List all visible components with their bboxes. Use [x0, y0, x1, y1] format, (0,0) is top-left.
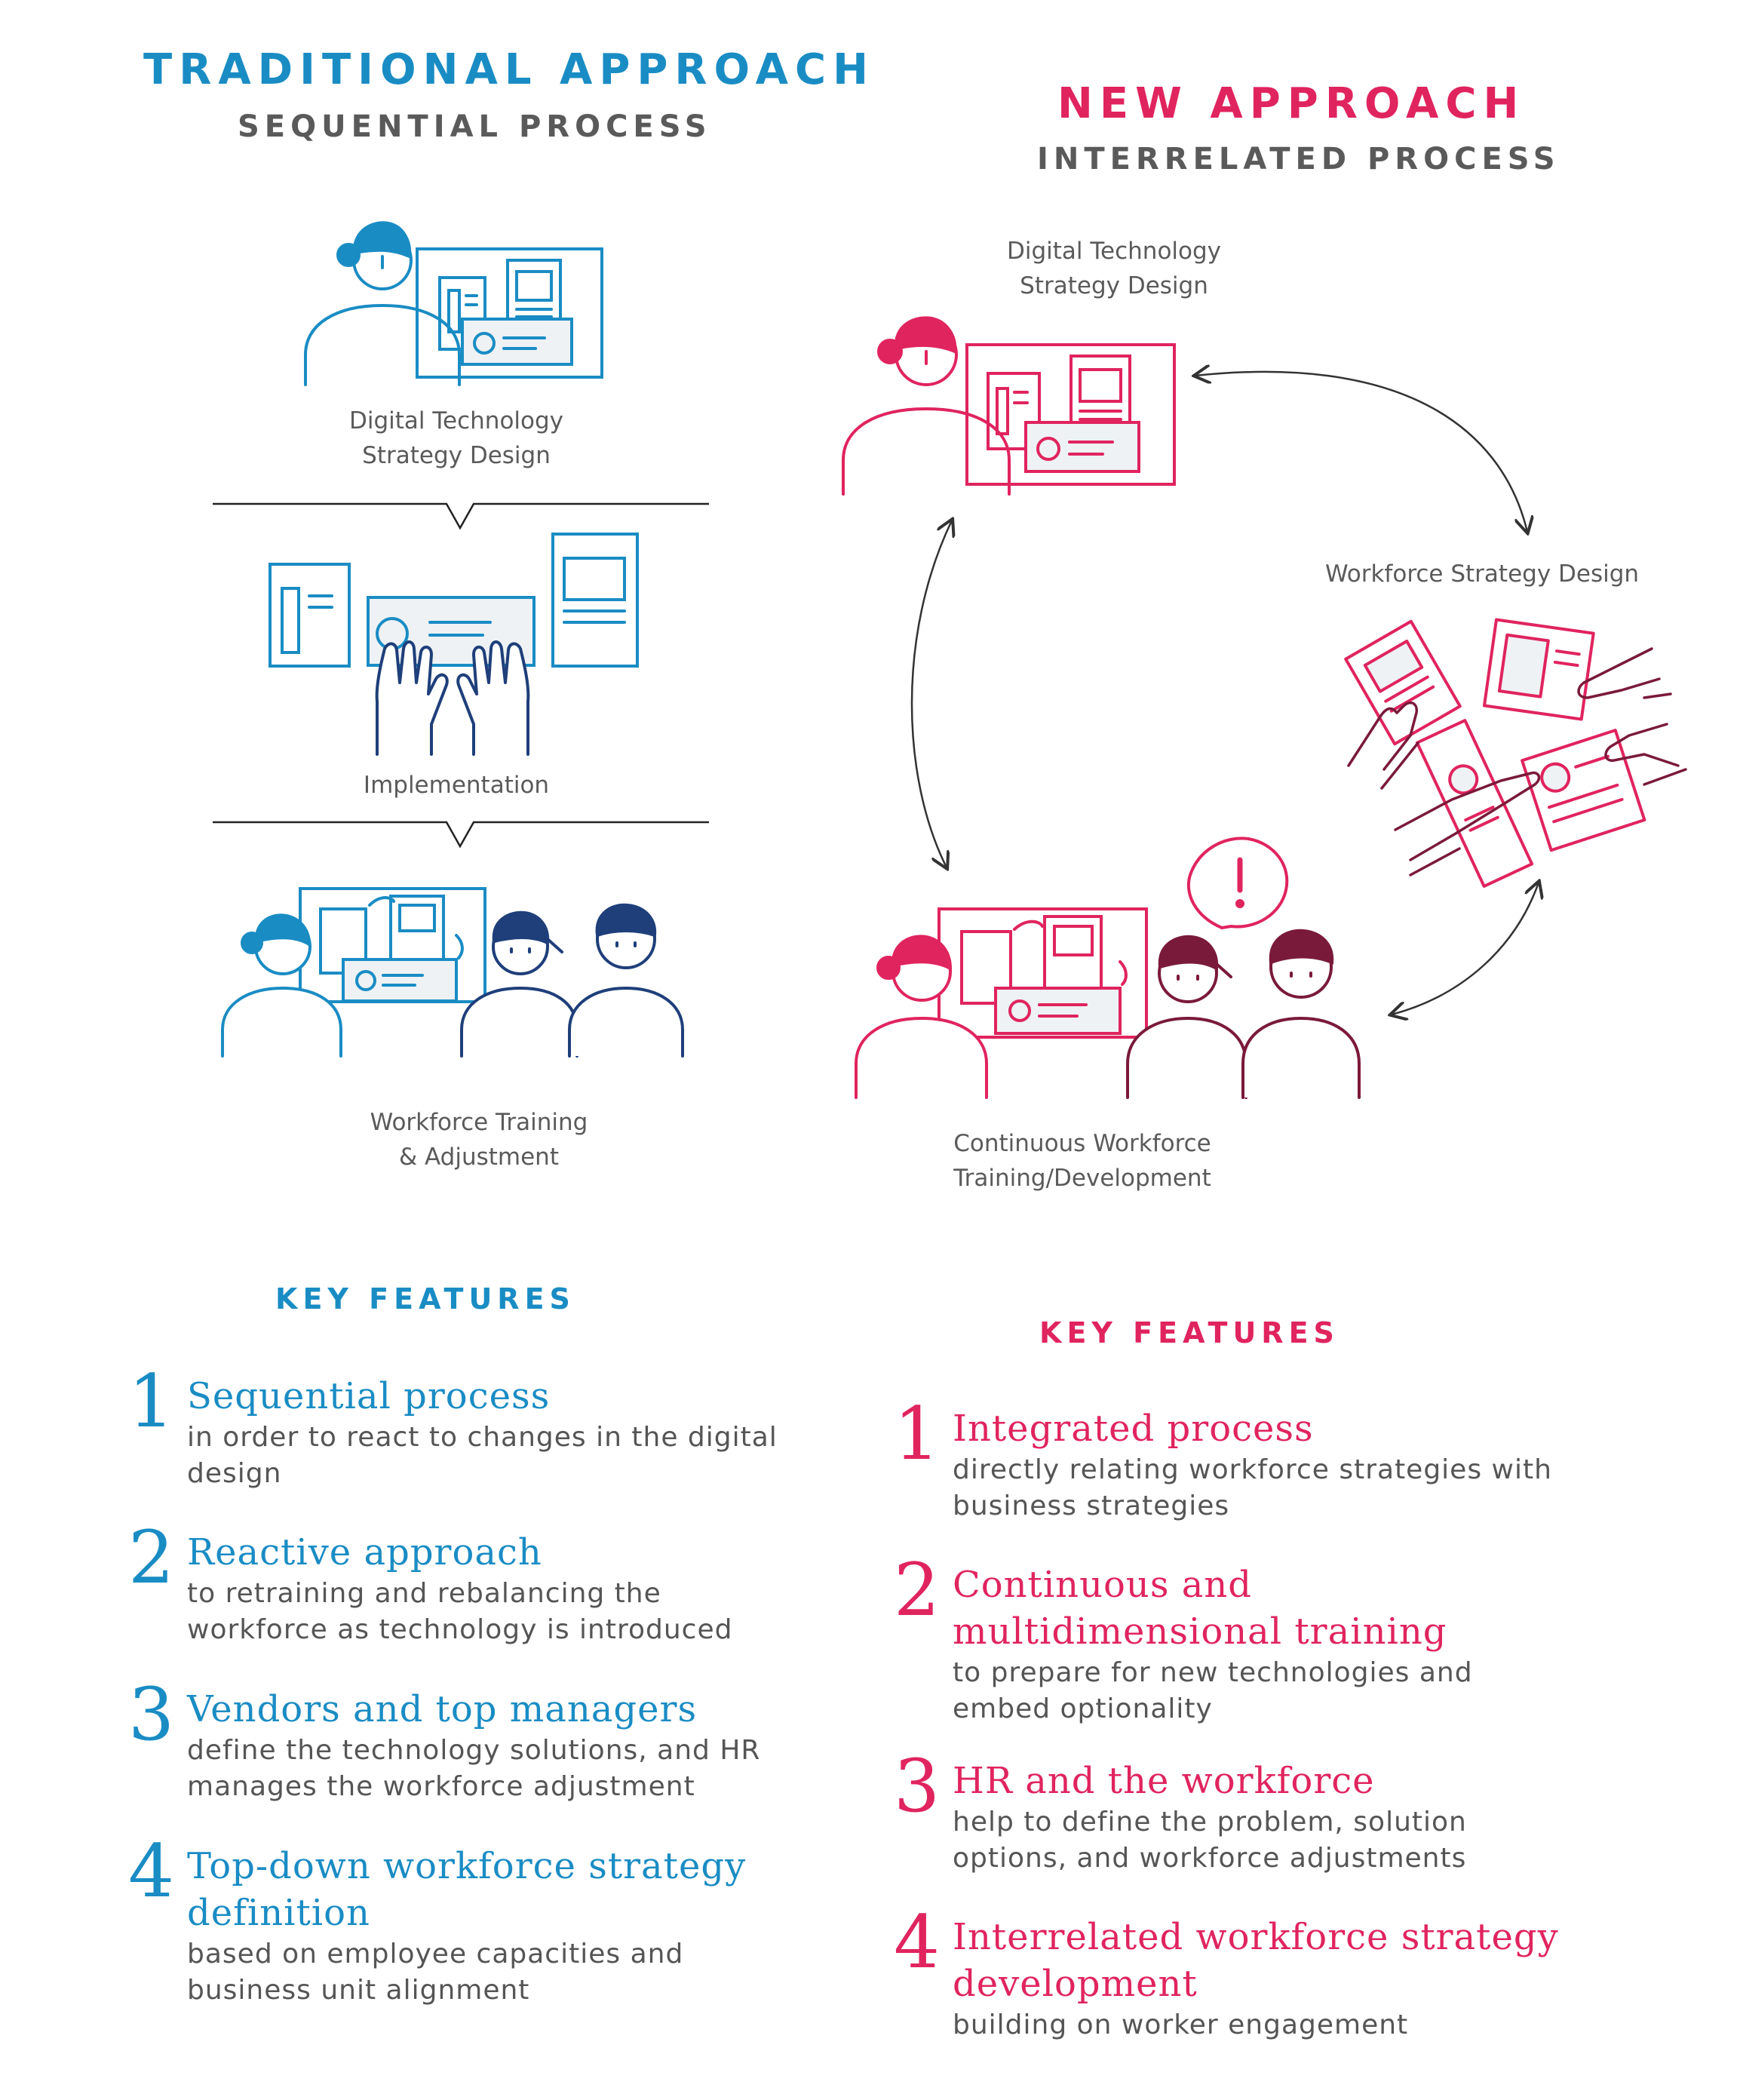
feature-number: 3 — [128, 1672, 175, 1757]
feature-item: 2 Reactive approach to retraining and re… — [128, 1520, 807, 1648]
feature-description: directly relating workforce strategies w… — [953, 1454, 1552, 1485]
feature-item: 2 Continuous and multidimensional traini… — [894, 1552, 1723, 1727]
feature-title: Top-down workforce strategy — [187, 1845, 747, 1887]
feature-item: 1 Integrated process directly relating w… — [894, 1396, 1723, 1524]
person-at-screen-icon — [304, 221, 603, 386]
continuous-training-icon — [855, 837, 1361, 1099]
key-features-title: KEY FEATURES — [1039, 1316, 1340, 1349]
traditional-subtitle: SEQUENTIAL PROCESS — [238, 109, 712, 144]
feature-title: definition — [187, 1892, 370, 1934]
step-caption: Workforce Training & Adjustment — [370, 1109, 588, 1171]
feature-description: define the technology solutions, and HR — [187, 1735, 761, 1766]
feature-number: 1 — [128, 1359, 175, 1444]
feature-description: options, and workforce adjustments — [953, 1843, 1467, 1874]
feature-title: Vendors and top managers — [187, 1688, 698, 1730]
feature-description: to retraining and rebalancing the — [187, 1578, 661, 1609]
feature-description: help to define the problem, solution — [953, 1807, 1467, 1838]
person-at-screen-icon — [842, 316, 1176, 496]
workforce-training-icon — [221, 887, 684, 1058]
feature-number: 2 — [894, 1548, 941, 1632]
collaborating-hands-icon — [1344, 618, 1646, 888]
feature-number: 4 — [128, 1829, 175, 1914]
feature-number: 1 — [894, 1392, 941, 1476]
feature-number: 2 — [128, 1515, 175, 1600]
feature-title: HR and the workforce — [953, 1760, 1375, 1802]
feature-item: 3 HR and the workforce help to define th… — [894, 1748, 1723, 1877]
step-caption: Implementation — [363, 772, 550, 799]
feature-title: multidimensional training — [953, 1610, 1447, 1653]
feature-description: in order to react to changes in the digi… — [187, 1422, 778, 1453]
step-caption: Digital Technology Strategy Design — [348, 407, 564, 469]
step-caption: Continuous Workforce Training/Developmen… — [953, 1130, 1211, 1192]
feature-description: building on worker engagement — [953, 2009, 1409, 2040]
feature-title: Integrated process — [953, 1408, 1314, 1450]
new-subtitle: INTERRELATED PROCESS — [1037, 142, 1560, 177]
feature-title: Continuous and — [953, 1564, 1252, 1606]
key-features-title: KEY FEATURES — [275, 1282, 575, 1316]
feature-description: embed optionality — [953, 1693, 1213, 1724]
feature-number: 3 — [894, 1744, 941, 1828]
feature-description: manages the workforce adjustment — [187, 1771, 695, 1802]
feature-description: business strategies — [953, 1491, 1230, 1521]
feature-title: Reactive approach — [187, 1531, 542, 1573]
feature-description: design — [187, 1458, 282, 1489]
feature-item: 4 Top-down workforce strategy definition… — [128, 1834, 807, 2009]
feature-item: 4 Interrelated workforce strategy develo… — [894, 1905, 1723, 2043]
feature-description: to prepare for new technologies and — [953, 1657, 1473, 1688]
feature-description: based on employee capacities and — [187, 1939, 684, 1970]
feature-item: 1 Sequential process in order to react t… — [128, 1364, 807, 1492]
traditional-title: TRADITIONAL APPROACH — [143, 45, 875, 94]
feature-title: Sequential process — [187, 1375, 551, 1417]
hands-on-keyboard-icon — [269, 533, 639, 668]
feature-item: 3 Vendors and top managers define the te… — [128, 1677, 807, 1805]
new-title: NEW APPROACH — [1057, 79, 1526, 128]
step-caption: Workforce Strategy Design — [1324, 560, 1640, 588]
feature-title: Interrelated workforce strategy — [953, 1916, 1559, 1958]
feature-description: workforce as technology is introduced — [187, 1614, 733, 1645]
feature-title: development — [953, 1963, 1198, 2005]
alert-bubble-icon — [1186, 837, 1289, 930]
feature-description: business unit alignment — [187, 1975, 530, 2006]
feature-number: 4 — [894, 1900, 941, 1985]
step-caption: Digital Technology Strategy Design — [1006, 238, 1222, 299]
